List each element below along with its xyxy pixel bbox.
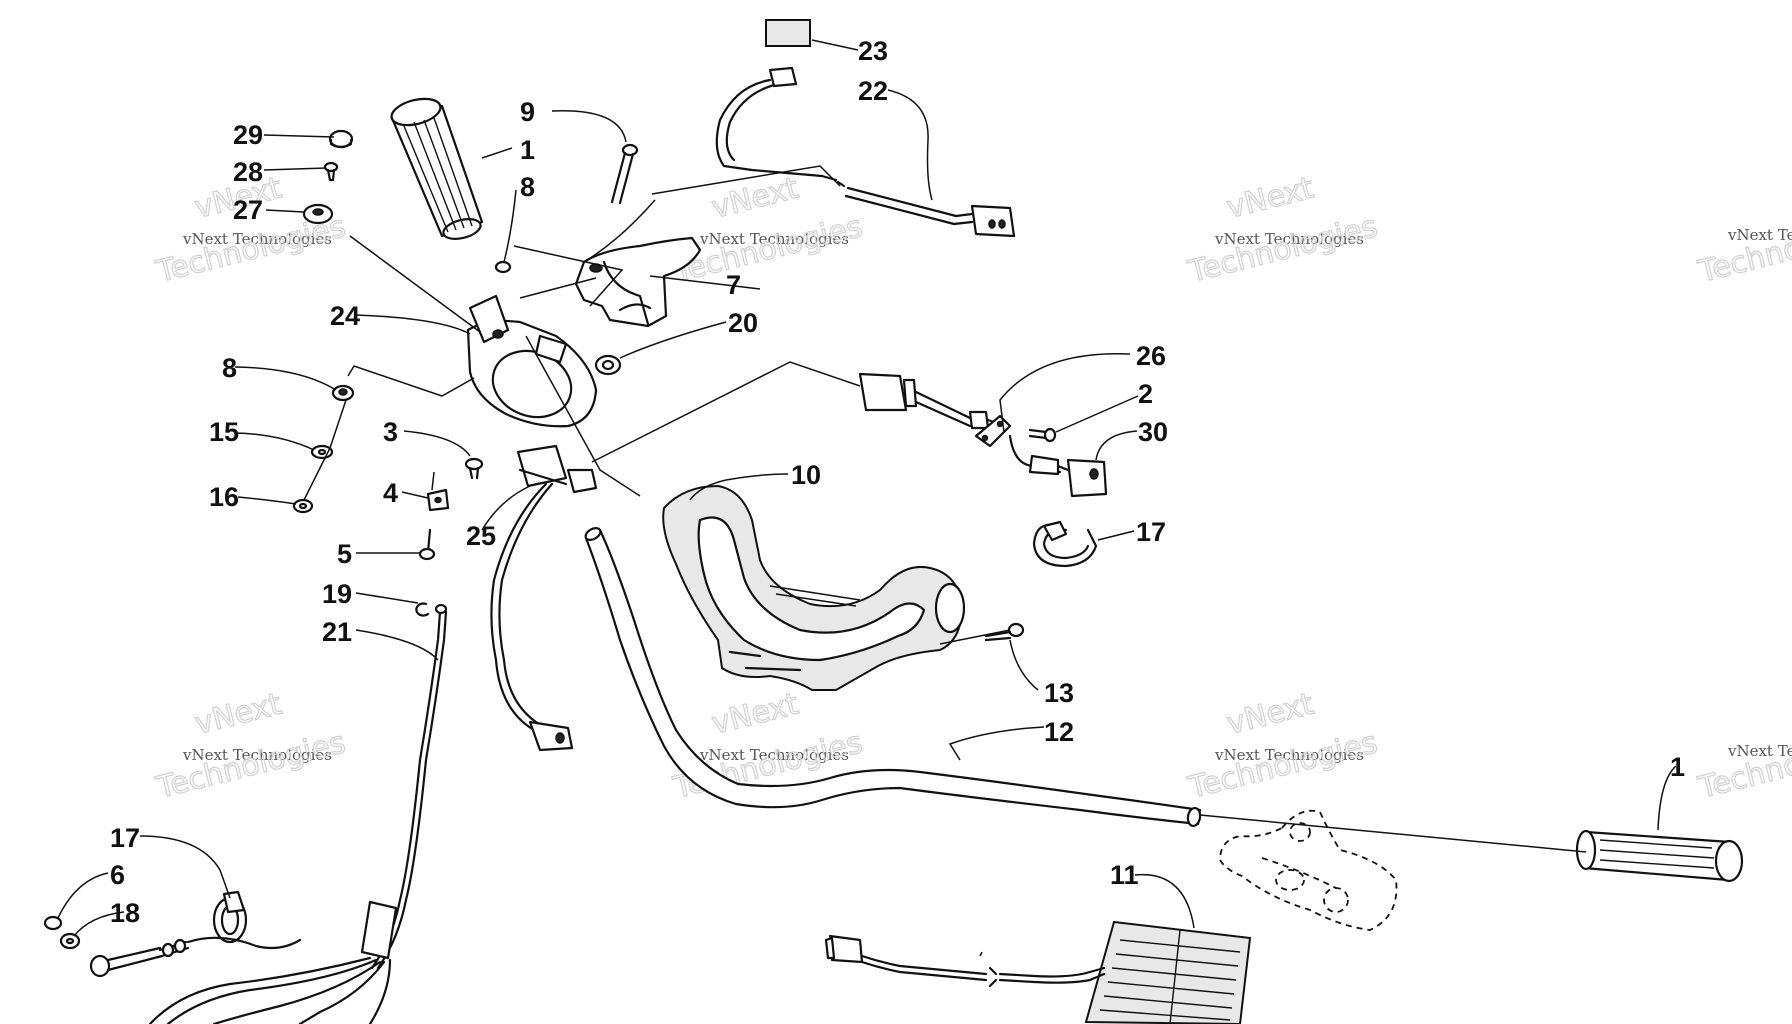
callout-23: 23 [858,36,888,66]
callout-10: 10 [791,460,821,490]
callout-20: 20 [728,308,758,338]
lock-washer [292,498,314,514]
svg-text:Technologies: Technologies [1184,725,1380,806]
callout-26: 26 [1136,341,1166,371]
screw-3 [464,457,484,480]
callout-27: 27 [233,195,263,225]
small-e-clip [43,915,63,931]
callout-17-left: 17 [110,823,140,853]
cable-clamp-lower [212,890,248,944]
cable-end-fitting [89,936,302,978]
callout-29: 29 [233,120,263,150]
callout-25: 25 [466,521,496,551]
heater-connector-harness [858,372,1012,448]
svg-text:vNext Technologies: vNext Technologies [182,230,332,248]
nut-left [331,384,355,402]
callout-6: 6 [110,860,125,890]
kill-switch [490,444,598,752]
svg-text:vNext Technologies: vNext Technologies [699,746,849,764]
callout-16: 16 [209,482,239,512]
callout-5: 5 [337,539,352,569]
e-clip [415,602,430,617]
leader-lines [57,39,1677,957]
handlebar [584,527,1202,828]
callout-3: 3 [383,417,398,447]
small-washer [59,932,81,950]
svg-text:vNext: vNext [1223,687,1317,742]
callout-8-left: 8 [222,353,237,383]
callout-4: 4 [383,478,398,508]
left-hand-grip [390,97,484,240]
watermark-top-left: vNext vNext Technologies Technologies [152,170,350,291]
svg-text:vNext: vNext [708,171,802,226]
svg-text:vNext: vNext [191,687,285,742]
svg-text:Technologies: Technologies [152,725,348,806]
right-hand-grip [1575,829,1744,883]
callout-15: 15 [209,417,239,447]
callout-17-right: 17 [1136,517,1166,547]
screw-2 [1028,427,1057,443]
svg-text:vNext Technologies: vNext Technologies [1214,230,1364,248]
svg-text:Technologies: Technologies [1184,209,1380,290]
callout-12: 12 [1044,717,1074,747]
watermark-bottom-edge: vNext Technologies Technologies [1694,725,1792,807]
callout-19: 19 [322,579,352,609]
long-bolt [610,143,639,205]
clamp-plate [426,488,450,512]
band-clamp [1032,520,1098,568]
svg-text:Technologies: Technologies [1694,209,1792,290]
callout-13: 13 [1044,678,1074,708]
callout-18: 18 [110,898,140,928]
cap-screw-washer-stack [302,129,354,225]
brake-lever-phantom [1219,809,1398,931]
callout-2: 2 [1138,379,1153,409]
svg-text:vNext Technologies: vNext Technologies [1214,746,1364,764]
watermark-top-right: vNext vNext Technologies Technologies [1184,170,1382,291]
callout-11: 11 [1110,860,1139,890]
svg-text:vNext Technologies: vNext Technologies [182,746,332,764]
svg-text:vNext Technologies: vNext Technologies [699,230,849,248]
screw-13 [984,622,1025,642]
callout-24: 24 [330,301,360,331]
watermark-top-edge: vNext Technologies Technologies [1694,209,1792,291]
svg-text:vNext Technologies: vNext Technologies [1727,226,1792,244]
heater-pad-small [765,19,811,47]
callout-28: 28 [233,157,263,187]
svg-text:vNext Technologies: vNext Technologies [1727,742,1792,760]
heater-element-pad [824,920,1252,1024]
watermark-bottom-right: vNext vNext Technologies Technologies [1184,686,1382,807]
callout-9: 9 [520,97,535,127]
svg-text:vNext: vNext [1223,171,1317,226]
heater-connector-30 [1008,434,1108,498]
callout-1-left-grip: 1 [520,135,535,165]
callout-1-right-grip: 1 [1670,752,1685,782]
watermark-top-center: vNext vNext Technologies Technologies [669,170,867,291]
svg-text:vNext: vNext [708,687,802,742]
callout-7: 7 [726,270,741,300]
callout-labels: 1 29 28 27 9 8 24 7 20 8 15 3 16 4 5 25 … [110,36,1685,928]
callout-30: 30 [1138,417,1168,447]
hand-guard [662,484,966,691]
switch-housing [466,294,598,428]
watermark-bottom-left: vNext vNext Technologies Technologies [152,686,350,807]
callout-8-top: 8 [520,172,535,202]
heater-wire-harness [715,66,1016,238]
throttle-cable [148,603,448,1024]
callout-22: 22 [858,76,888,106]
small-clip [594,354,622,376]
screw-5 [418,528,436,561]
washer [310,444,334,460]
svg-text:Technologies: Technologies [1694,725,1792,806]
small-nut-top [494,260,512,274]
callout-21: 21 [322,617,352,647]
